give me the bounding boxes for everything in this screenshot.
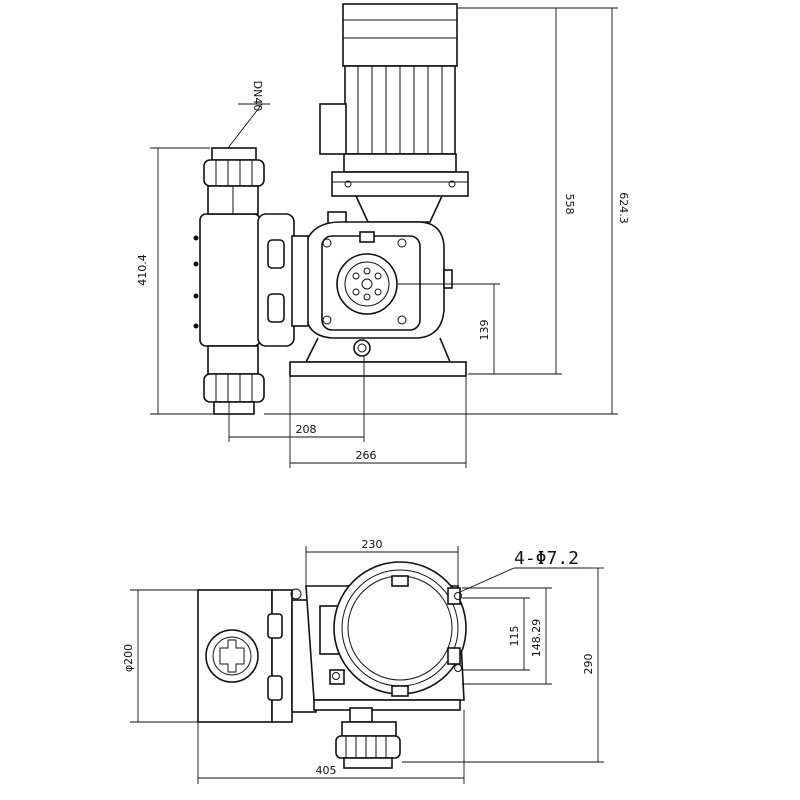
plan-view: 230 4-Φ7.2 115 148.29 290 <box>122 538 604 784</box>
motor <box>319 3 469 197</box>
dim-115-label: 115 <box>508 626 521 647</box>
dim-558-label: 558 <box>563 194 576 215</box>
frame <box>304 337 452 363</box>
dim-148-label: 148.29 <box>530 619 543 658</box>
dim-139: 139 <box>398 283 500 374</box>
dim-290-label: 290 <box>582 654 595 675</box>
dim-208: 208 <box>228 356 365 442</box>
dim-230: 230 <box>305 538 459 586</box>
plan-gearbox <box>305 561 467 711</box>
dim-405: 405 <box>197 710 465 784</box>
front-elevation: DN40 410.4 558 624.3 139 <box>136 3 630 468</box>
pump-head <box>193 213 309 347</box>
gearbox-housing <box>305 221 453 357</box>
dim-208-label: 208 <box>296 423 317 436</box>
holes-callout: 4-Φ7.2 <box>459 548 590 593</box>
dn-callout: DN40 <box>227 81 270 149</box>
dim-phi200-label: φ200 <box>122 644 135 672</box>
dim-410-label: 410.4 <box>136 254 149 286</box>
holes-label: 4-Φ7.2 <box>514 548 579 569</box>
dim-410: 410.4 <box>136 147 218 415</box>
dim-290: 290 <box>402 567 604 763</box>
dim-230-label: 230 <box>362 538 383 551</box>
dim-266-label: 266 <box>356 449 377 462</box>
discharge-valve <box>203 147 265 215</box>
dim-phi200: φ200 <box>122 589 198 723</box>
dn-label: DN40 <box>251 81 264 112</box>
dim-624: 624.3 <box>264 7 630 415</box>
dim-624-label: 624.3 <box>617 192 630 224</box>
dim-139-label: 139 <box>478 320 491 341</box>
dim-405-label: 405 <box>316 764 337 777</box>
dim-266: 266 <box>289 376 467 468</box>
plan-valve <box>335 707 401 769</box>
base <box>289 361 467 377</box>
plan-pump-head <box>197 588 317 723</box>
dim-558: 558 <box>458 7 576 375</box>
suction-valve <box>203 345 265 415</box>
dim-115: 115 <box>462 597 530 671</box>
gearbox-neck <box>355 195 443 223</box>
dim-148: 148.29 <box>462 587 552 685</box>
